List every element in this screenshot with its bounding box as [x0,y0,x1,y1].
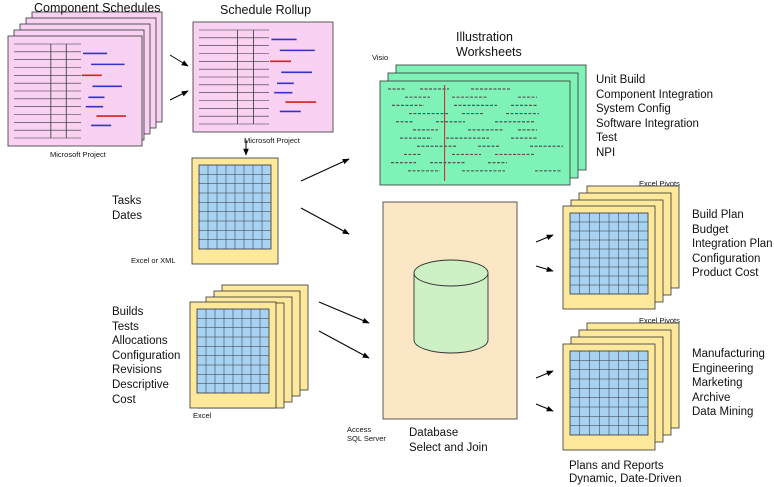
list-item: Configuration [112,349,181,362]
list-item: Software Integration [596,117,699,130]
excel-pivots-stack-1 [562,185,680,310]
list-item: Cost [112,393,136,406]
excel-pivots-stack-2 [562,322,680,451]
tasks-dates-sheet [191,157,279,265]
access-label: Access [347,425,372,434]
report-uses-list: Manufacturing Engineering Marketing Arch… [692,347,765,420]
list-item: Tasks [112,195,142,207]
illustration-title: Illustration [456,30,513,44]
list-item: Manufacturing [692,348,765,360]
database-title: Database [409,427,459,439]
database-panel [382,201,518,420]
flow-arrow [300,207,350,235]
tasks-dates-list: Tasks Dates [112,194,142,223]
database-cylinder-body [413,273,489,354]
list-item: Tests [112,320,139,333]
dynamic-date-driven-label: Dynamic, Date-Driven [569,473,682,485]
list-item: Engineering [692,362,754,375]
list-item: System Config [596,103,671,116]
list-item: Builds [112,306,144,318]
list-item: Build Plan [692,209,744,221]
list-item: Marketing [692,377,743,390]
list-item: Component Integration [596,88,713,101]
list-item: Budget [692,223,729,236]
flow-arrow [318,301,370,324]
excel-pivots-label-2: Excel Pivots [639,316,680,325]
list-item: NPI [596,146,616,159]
illustration-worksheets-stack [379,64,587,186]
list-item: Archive [692,391,731,404]
microsoft-project-label-1: Microsoft Project [50,150,106,159]
list-item: Revisions [112,364,162,377]
plans-and-reports-label: Plans and Reports [569,460,664,472]
microsoft-project-label-2: Microsoft Project [244,136,300,145]
flow-arrow [535,403,554,412]
list-item: Product Cost [692,267,759,280]
list-item: Data Mining [692,406,754,419]
inputs-sheet-stack [189,284,309,409]
flow-arrow [169,54,189,67]
flow-arrows [169,54,554,412]
component-schedules-title: Component Schedules [34,1,161,15]
list-item: Descriptive [112,378,169,391]
flow-arrow [318,330,370,359]
list-item: Test [596,132,618,145]
inputs-list: Builds Tests Allocations Configuration R… [112,305,180,407]
worksheets-title: Worksheets [456,45,522,59]
excel-pivots-label-1: Excel Pivots [639,179,680,188]
document-stacks [7,11,680,451]
flow-arrow [535,370,554,379]
worksheet-sheet [379,80,571,186]
flow-arrow [535,265,554,272]
visio-label: Visio [372,53,389,62]
flow-arrow [169,90,189,101]
list-item: Configuration [692,252,761,265]
pivot-plans-list: Build Plan Budget Integration Plan Confi… [692,208,773,281]
sql-server-label: SQL Server [347,434,386,443]
worksheet-topics-list: Unit Build Component Integration System … [596,73,713,161]
list-item: Unit Build [596,74,646,86]
excel-or-xml-label: Excel or XML [131,256,176,265]
schedule-rollup-sheet [192,21,334,133]
schedule-rollup-title: Schedule Rollup [220,3,312,17]
list-item: Integration Plan [692,238,773,251]
flow-arrow [300,158,350,182]
component-schedules-stack [7,11,163,147]
excel-label: Excel [193,411,212,420]
list-item: Allocations [112,335,168,348]
list-item: Dates [112,209,143,222]
database-cylinder-top [413,259,489,287]
select-and-join-label: Select and Join [409,442,488,454]
flow-arrow [535,234,554,243]
